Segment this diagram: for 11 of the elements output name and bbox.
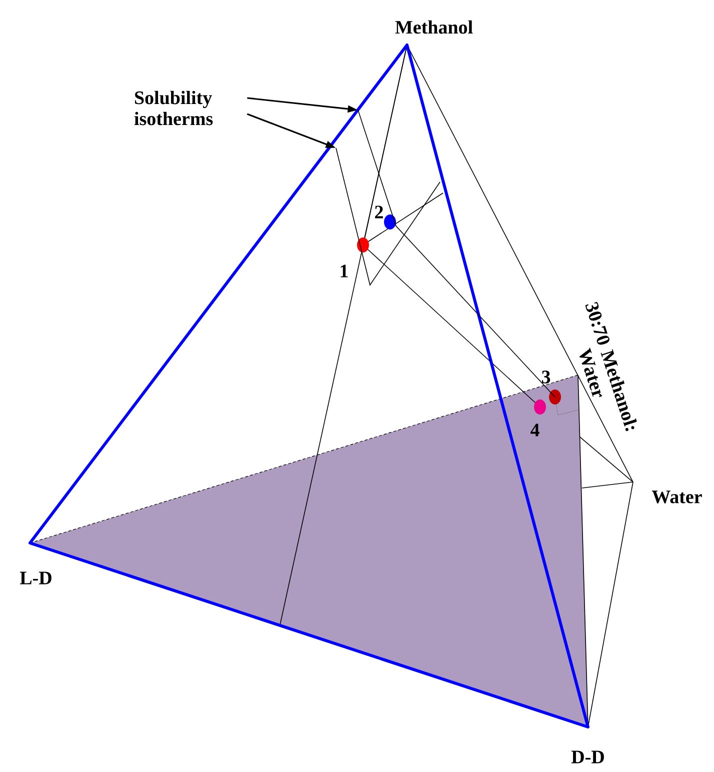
vertex-label: L-D [20, 572, 52, 584]
isotherm-line [336, 148, 440, 286]
isotherm-line [358, 110, 556, 398]
point-number: 2 [375, 206, 383, 218]
point-number: 3 [542, 370, 550, 384]
vertex-label: D-D [571, 750, 604, 764]
point-number: 1 [340, 264, 348, 278]
vertex-label: Water [652, 490, 702, 504]
vertex-label: Methanol [395, 20, 473, 34]
callout-text: Solubility isotherms [134, 90, 213, 126]
point-number: 4 [530, 424, 540, 436]
